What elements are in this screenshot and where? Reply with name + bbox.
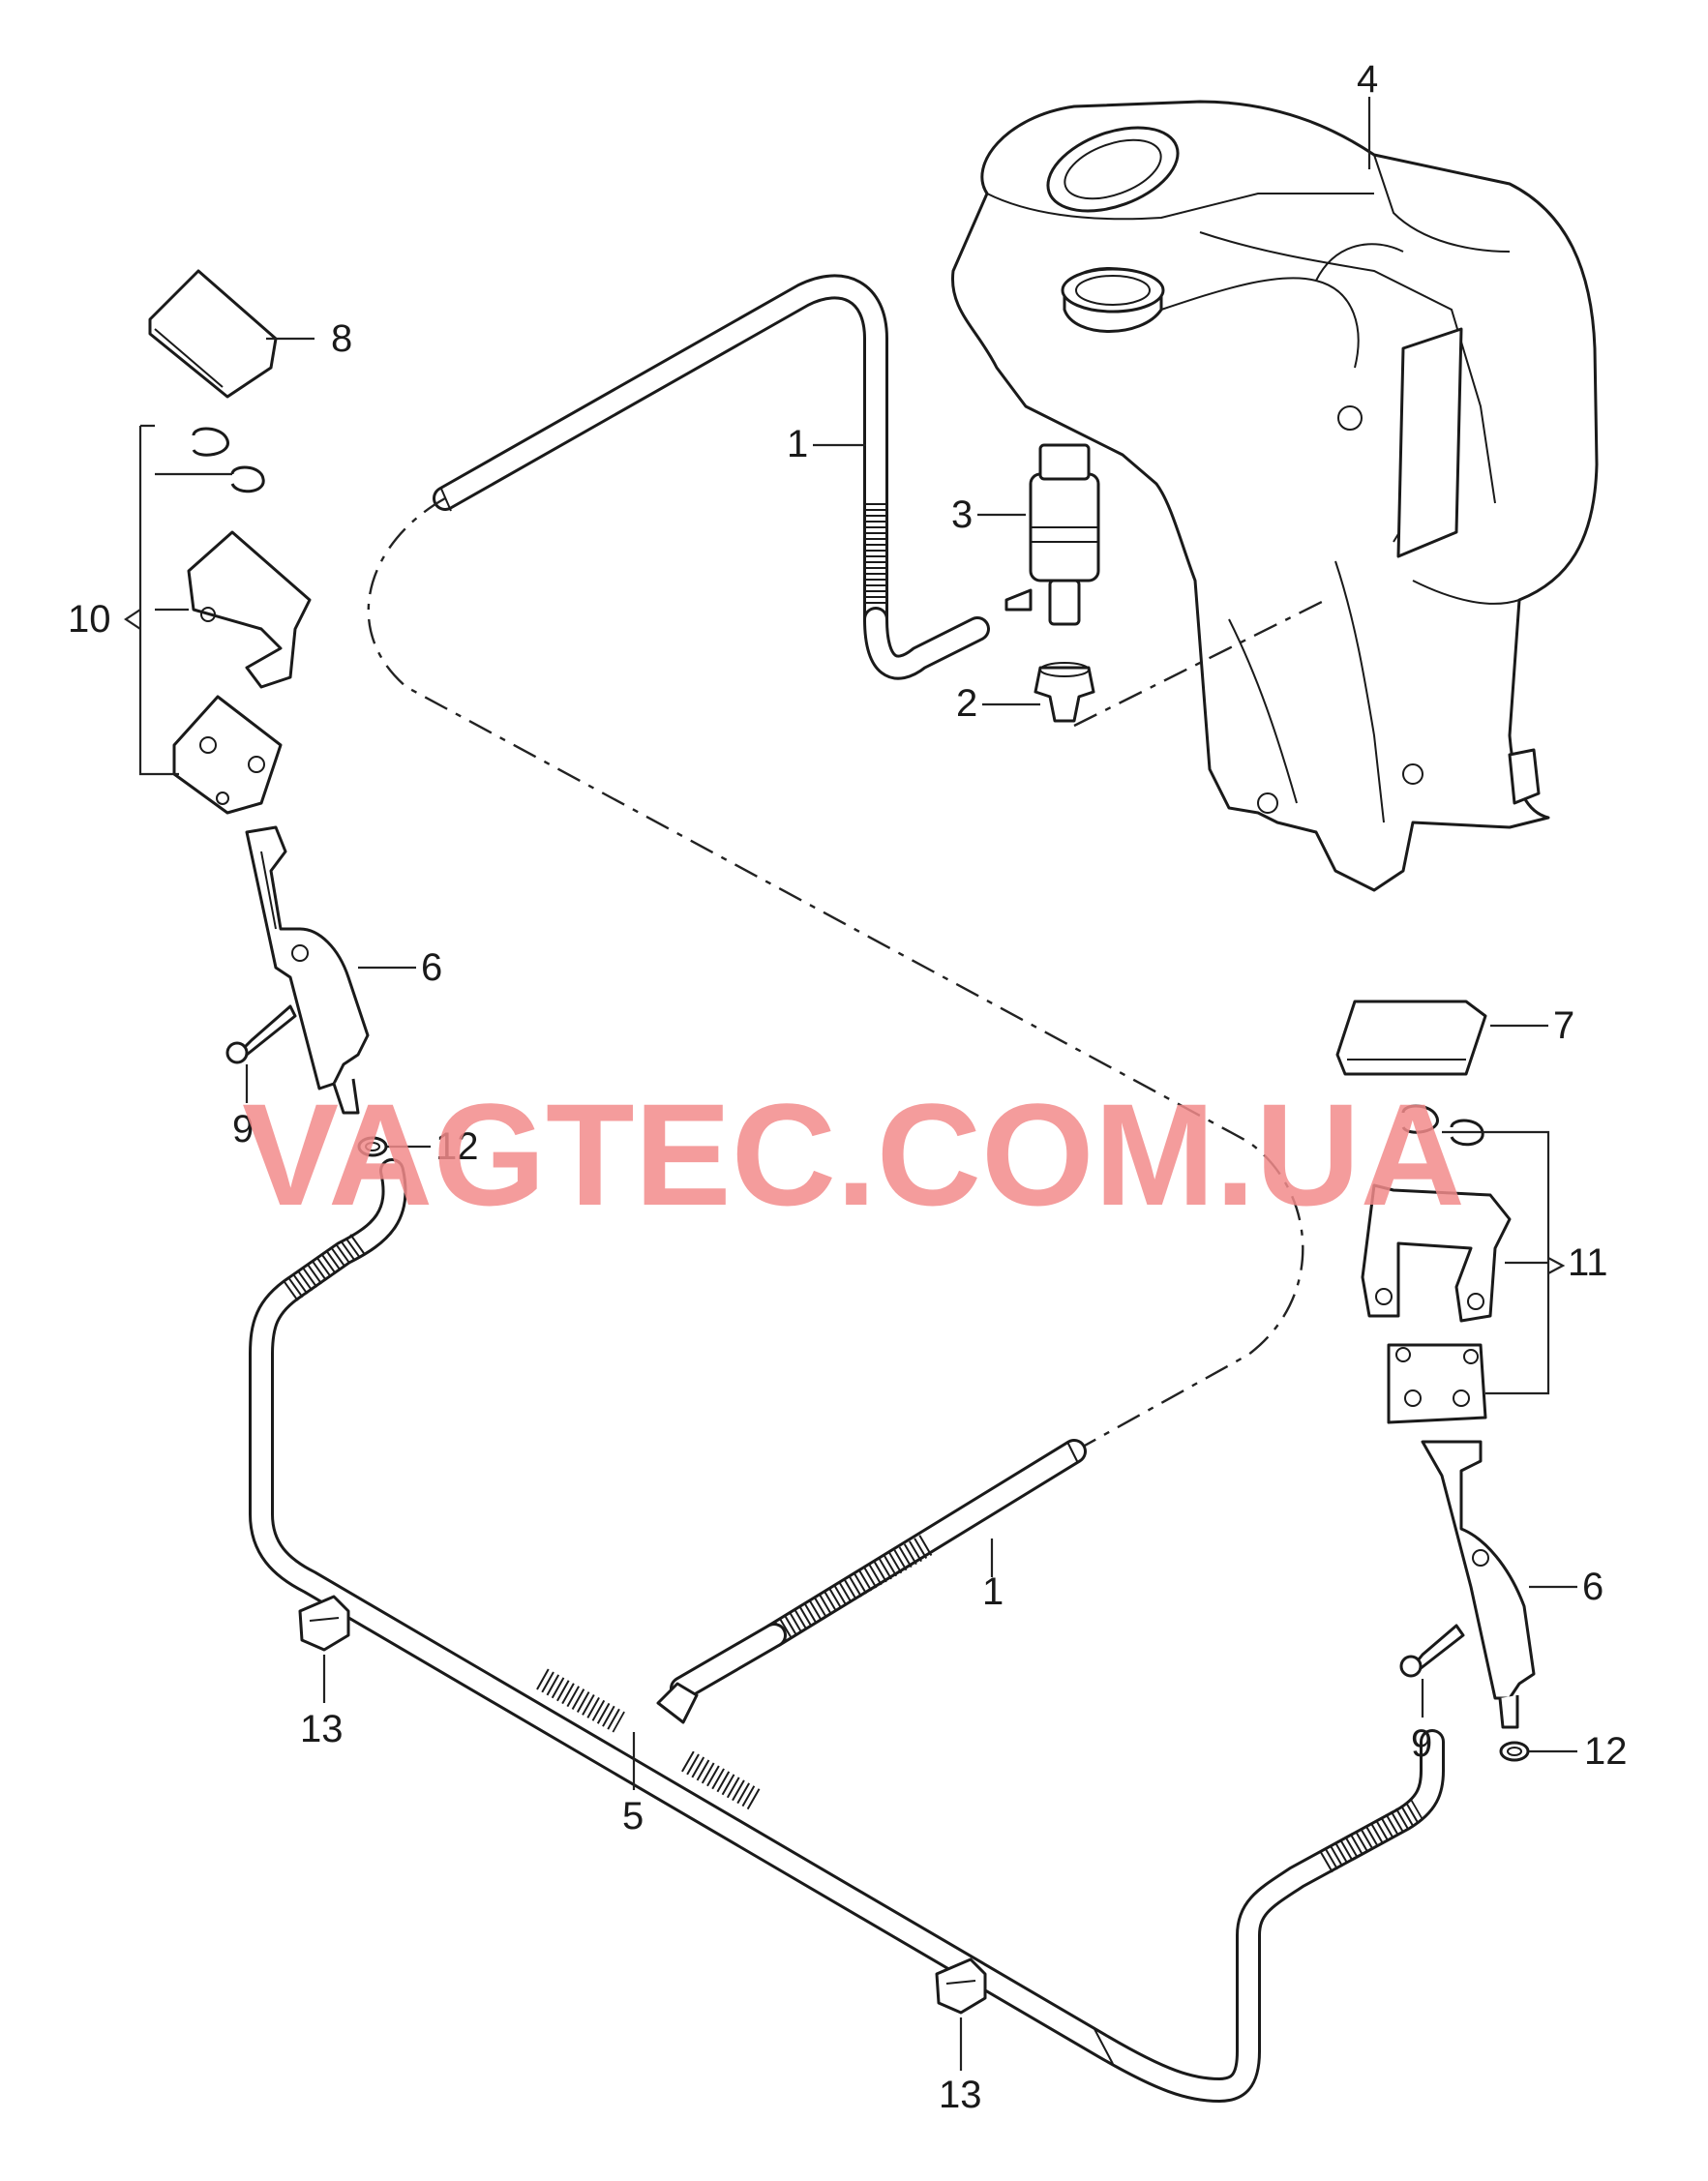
watermark: VAGTEC.COM.UA <box>242 1073 1465 1236</box>
screw-left <box>225 1004 297 1064</box>
screw-right <box>1399 1624 1465 1678</box>
callout-6-right: 6 <box>1582 1566 1603 1608</box>
callout-9-left: 9 <box>232 1108 254 1150</box>
callout-6-left: 6 <box>421 946 442 989</box>
callout-13-right: 13 <box>939 2074 982 2116</box>
callout-8: 8 <box>331 317 352 360</box>
hose-clip-left <box>298 1595 350 1652</box>
callout-13-left: 13 <box>300 1708 344 1750</box>
washer-pump <box>1004 443 1100 626</box>
callout-10: 10 <box>68 598 111 641</box>
callout-5: 5 <box>622 1795 644 1837</box>
callout-labels: 1 1 2 3 4 5 6 6 7 8 9 9 10 11 12 12 13 1… <box>68 58 1628 2116</box>
callout-3: 3 <box>951 493 973 536</box>
washer-nozzle-right <box>1421 1440 1536 1729</box>
callout-7: 7 <box>1553 1004 1574 1047</box>
hose-upper <box>433 274 990 680</box>
nozzle-cover-left <box>148 269 278 399</box>
callout-1-upper: 1 <box>787 423 808 465</box>
callout-9-right: 9 <box>1411 1722 1432 1765</box>
bracket-kit-left <box>172 427 312 815</box>
hose-routing-path <box>367 496 1304 1453</box>
callout-2: 2 <box>956 682 977 725</box>
callout-12-left: 12 <box>435 1125 479 1168</box>
callout-11: 11 <box>1568 1241 1608 1284</box>
nozzle-cover-right <box>1335 1000 1487 1076</box>
seal-ring-right <box>1499 1741 1530 1762</box>
leader-lines <box>124 97 1577 2071</box>
grommet <box>1034 662 1095 723</box>
callout-1-lower: 1 <box>982 1570 1004 1613</box>
washer-fluid-reservoir <box>950 100 1599 892</box>
seal-ring-left <box>357 1136 388 1157</box>
callout-4: 4 <box>1357 58 1378 101</box>
hose-main <box>249 1158 1445 2103</box>
callout-12-right: 12 <box>1584 1730 1628 1773</box>
pump-to-reservoir-path <box>1073 598 1327 728</box>
hose-lower <box>670 1439 1087 1701</box>
hose-clip-right <box>935 1957 987 2015</box>
washer-nozzle-left <box>245 825 370 1115</box>
